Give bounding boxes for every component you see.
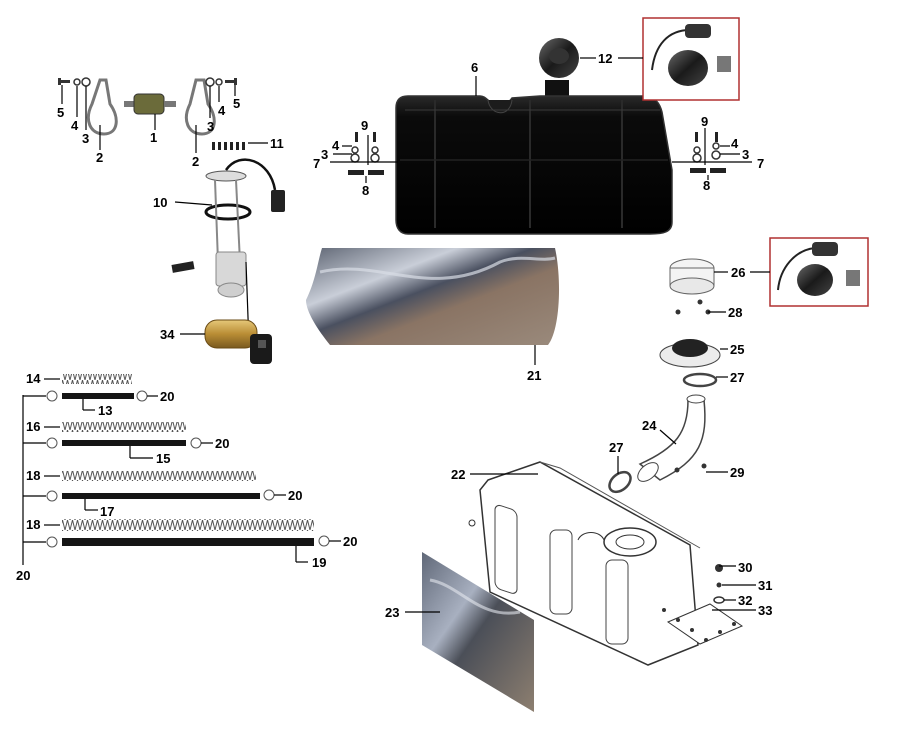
fuel-pump-motor-drawing <box>204 319 272 364</box>
label-part-20-d: 20 <box>343 534 357 549</box>
filler-neck-flange-drawing <box>659 299 721 368</box>
label-part-32: 32 <box>738 593 752 608</box>
label-part-3-left: 3 <box>82 131 89 146</box>
label-part-6: 6 <box>471 60 478 75</box>
label-part-26: 26 <box>731 265 745 280</box>
label-part-9-right: 9 <box>701 114 708 129</box>
hardware-right <box>205 77 237 87</box>
hose-kit-group <box>22 374 341 565</box>
hose-spring-a-drawing <box>62 374 132 384</box>
label-part-20-a: 20 <box>160 389 174 404</box>
aux-cap-inset <box>769 237 869 307</box>
label-part-5-right: 5 <box>233 96 240 111</box>
label-part-22: 22 <box>451 467 465 482</box>
label-part-7-right: 7 <box>757 156 764 171</box>
label-part-29: 29 <box>730 465 744 480</box>
label-part-23: 23 <box>385 605 399 620</box>
label-part-20-e: 20 <box>16 568 30 583</box>
label-part-11: 11 <box>270 136 284 151</box>
label-part-27-lower: 27 <box>609 440 623 455</box>
fuel-hose-b-drawing <box>62 440 186 446</box>
label-part-20-b: 20 <box>215 436 229 451</box>
label-part-28: 28 <box>728 305 742 320</box>
hose-band-lower-drawing <box>608 470 632 494</box>
label-part-24: 24 <box>642 418 657 433</box>
label-part-10: 10 <box>153 195 167 210</box>
label-part-19: 19 <box>312 555 326 570</box>
auxiliary-tank-group <box>405 237 869 712</box>
label-part-18-a: 18 <box>26 468 40 483</box>
label-part-17: 17 <box>100 504 114 519</box>
part-labels: 1 2 2 3 3 4 4 5 5 6 7 7 8 8 9 9 3 3 4 4 … <box>16 51 772 620</box>
fuel-hose-c-drawing <box>62 493 260 499</box>
fuel-pump-assembly-drawing <box>171 158 285 346</box>
label-part-31: 31 <box>758 578 772 593</box>
filler-neck-hose-drawing <box>637 394 707 482</box>
fuel-cap-drawing <box>539 38 579 78</box>
hose-clamp-right-drawing <box>185 78 216 136</box>
label-part-2-right: 2 <box>192 154 199 169</box>
label-part-25: 25 <box>730 342 744 357</box>
label-part-15: 15 <box>156 451 170 466</box>
pump-screws-drawing <box>212 142 268 150</box>
label-part-4-tank-right: 4 <box>731 136 739 151</box>
label-part-3-right: 3 <box>207 119 214 134</box>
fuel-tank-drawing <box>395 80 673 235</box>
label-part-3-tank-right: 3 <box>742 147 749 162</box>
label-part-5-left: 5 <box>57 105 64 120</box>
label-part-34: 34 <box>160 327 175 342</box>
aux-fuel-cap-drawing <box>669 258 715 295</box>
label-part-7-left: 7 <box>313 156 320 171</box>
auxiliary-tank-drawing <box>468 461 701 666</box>
label-part-12: 12 <box>598 51 612 66</box>
label-part-13: 13 <box>98 403 112 418</box>
left-mount-hardware <box>348 132 384 175</box>
hose-spring-b-drawing <box>62 422 186 432</box>
aux-tank-pad-drawing <box>422 552 534 712</box>
label-part-33: 33 <box>758 603 772 618</box>
fuel-filter-group <box>58 77 237 153</box>
label-part-14: 14 <box>26 371 41 386</box>
fuel-tank-group <box>330 17 752 235</box>
right-mount-hardware <box>690 132 726 173</box>
label-part-8-left: 8 <box>362 183 369 198</box>
label-part-20-c: 20 <box>288 488 302 503</box>
label-part-16: 16 <box>26 419 40 434</box>
locking-cap-inset <box>642 17 740 101</box>
heat-shield-pad-drawing <box>306 248 560 345</box>
label-part-2-left: 2 <box>96 150 103 165</box>
hose-band-upper-drawing <box>682 372 718 388</box>
label-part-18-b: 18 <box>26 517 40 532</box>
hose-spring-d-drawing <box>62 519 314 531</box>
strap-hardware <box>662 564 744 645</box>
label-part-3-tank-left: 3 <box>321 147 328 162</box>
label-part-4-tank-left: 4 <box>332 138 340 153</box>
label-part-8-right: 8 <box>703 178 710 193</box>
hardware-left <box>58 77 91 87</box>
fuel-filter-drawing <box>124 93 176 115</box>
label-part-1: 1 <box>150 130 157 145</box>
fuel-hose-a-drawing <box>62 393 134 399</box>
label-part-21: 21 <box>527 368 541 383</box>
hose-spring-c-drawing <box>62 471 256 481</box>
label-part-4-left: 4 <box>71 118 79 133</box>
heat-shield-pad-group <box>306 248 560 365</box>
fuel-pump-group <box>171 142 285 364</box>
fuel-hose-d-drawing <box>62 538 314 546</box>
label-part-4-right: 4 <box>218 103 226 118</box>
label-part-30: 30 <box>738 560 752 575</box>
hose-clamp-left-drawing <box>87 78 118 136</box>
label-part-27-upper: 27 <box>730 370 744 385</box>
label-part-9-left: 9 <box>361 118 368 133</box>
